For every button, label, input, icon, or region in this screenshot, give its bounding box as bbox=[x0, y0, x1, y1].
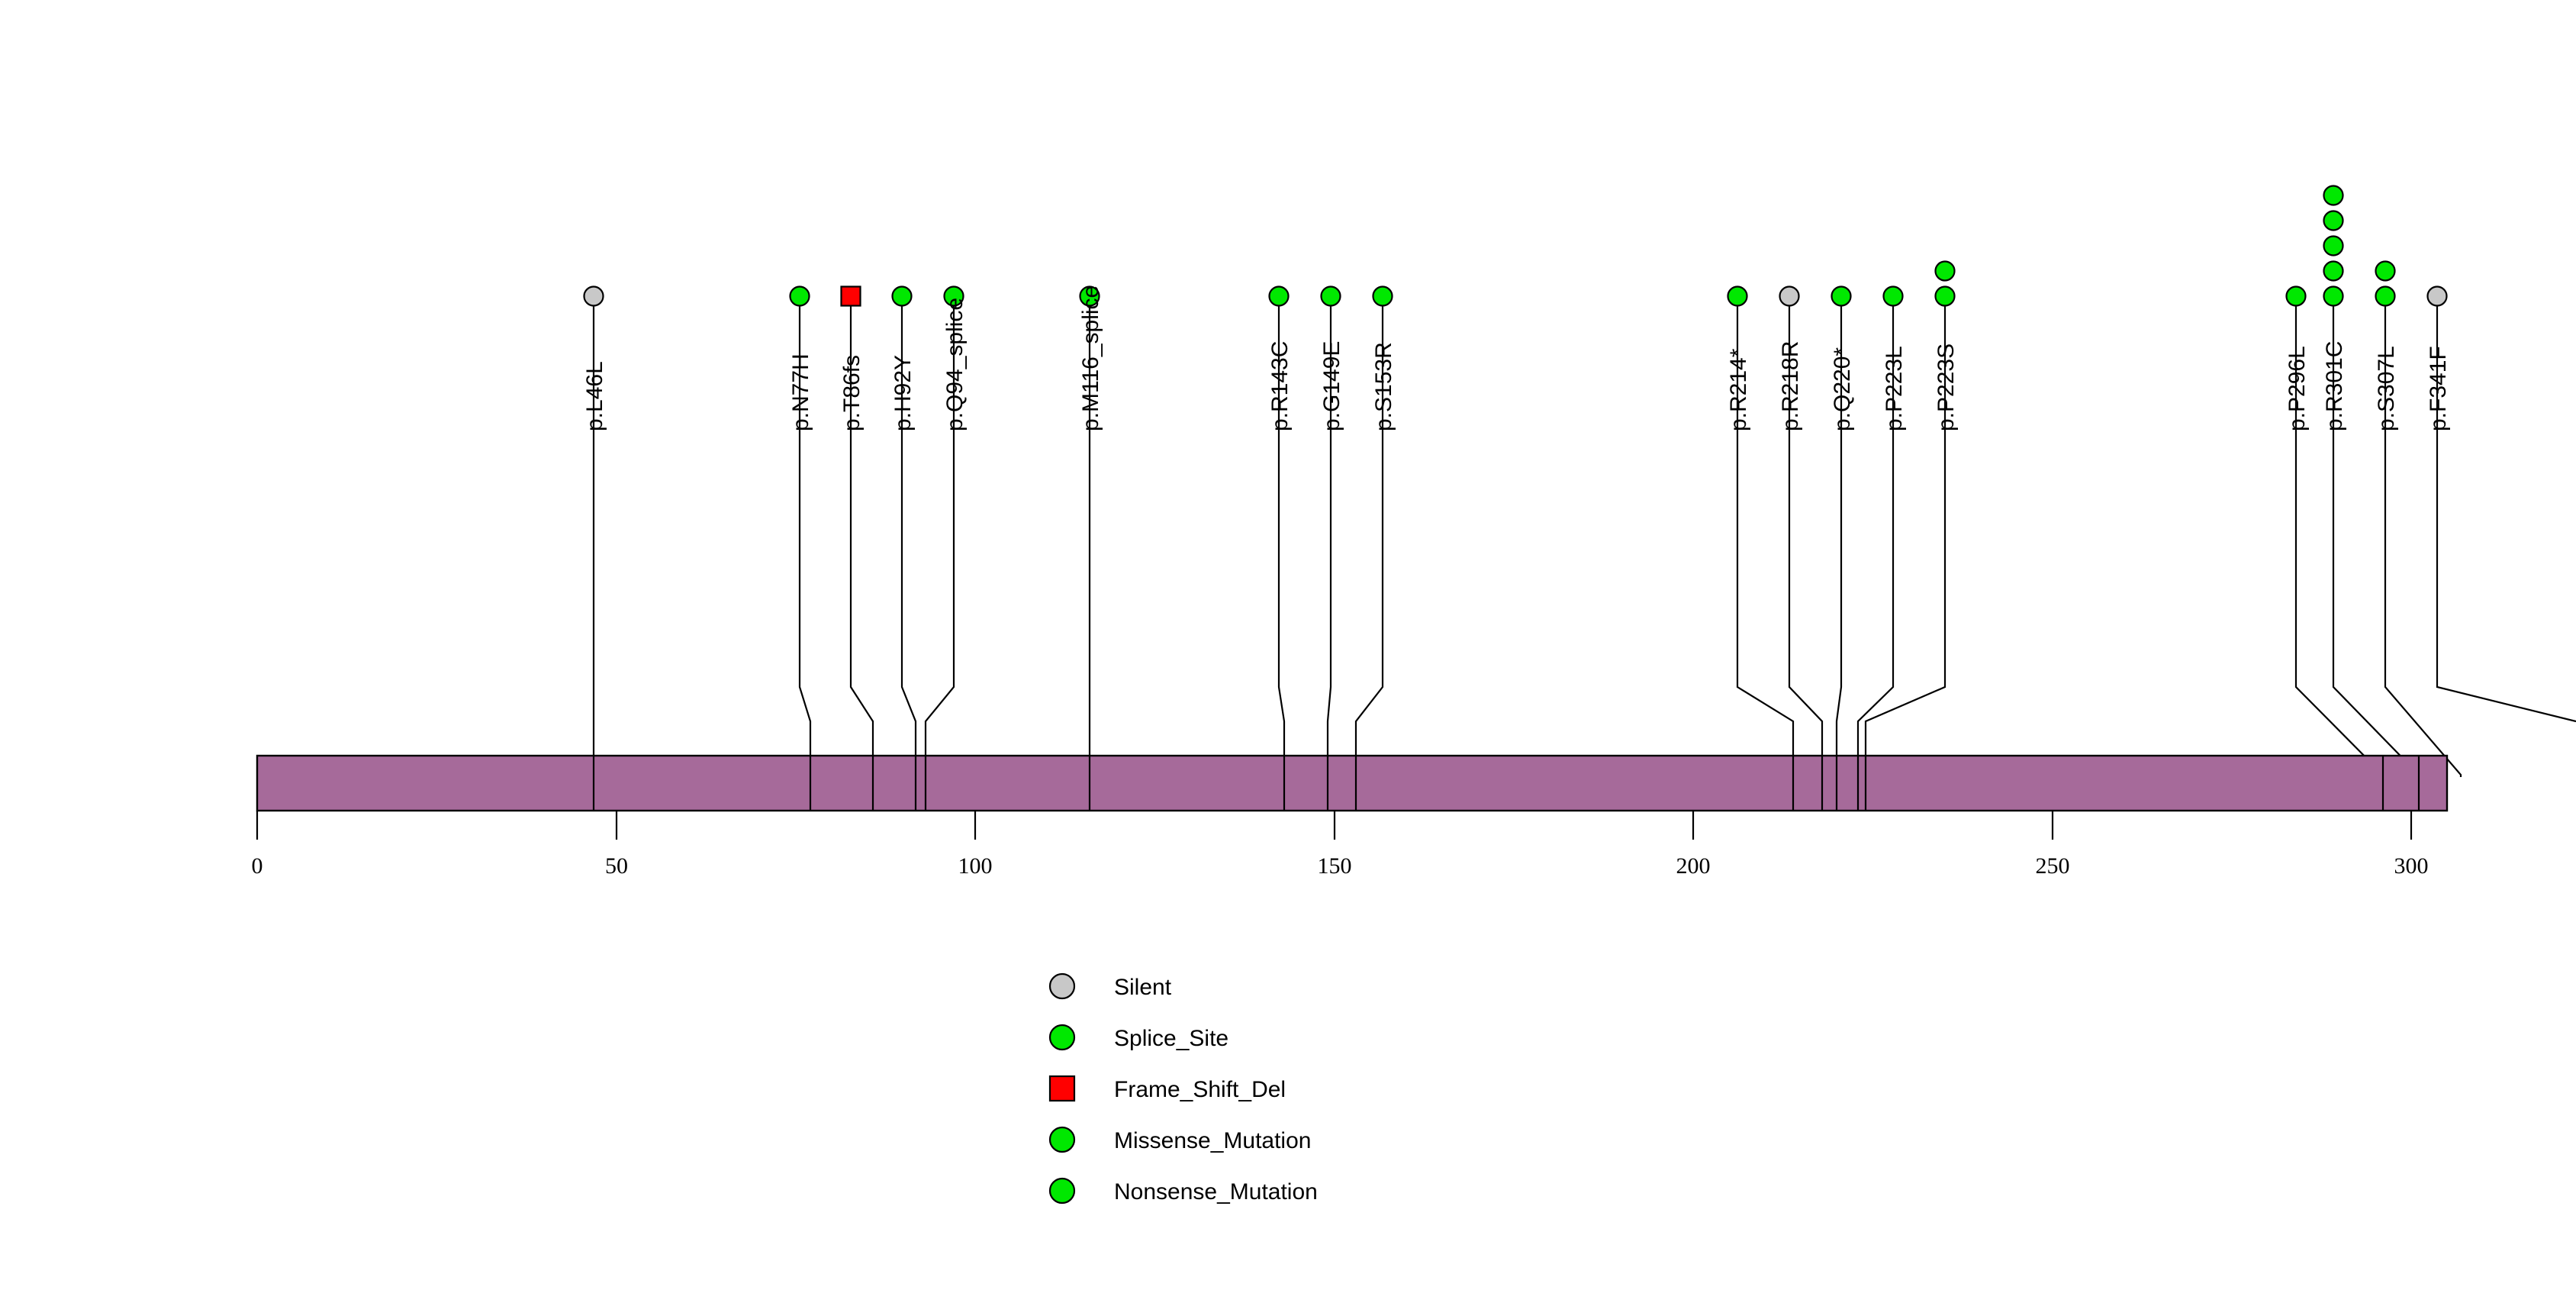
lollipop-marker-circle[interactable] bbox=[2426, 285, 2448, 307]
lollipop-stem bbox=[2436, 296, 2576, 723]
legend-label: Frame_Shift_Del bbox=[1114, 1077, 1286, 1102]
legend-swatch-circle bbox=[1048, 1126, 1076, 1153]
mutation-label: p.P223L bbox=[1882, 346, 1907, 431]
mutation-label: p.F341F bbox=[2426, 346, 2451, 431]
lollipop-stem bbox=[1864, 296, 1946, 777]
mutation-label: p.S307L bbox=[2374, 346, 2399, 431]
lollipop-stem bbox=[1835, 296, 1843, 777]
lollipop-marker-circle[interactable] bbox=[583, 285, 604, 307]
mutation-label: p.H92Y bbox=[890, 355, 916, 431]
legend-label: Missense_Mutation bbox=[1114, 1128, 1311, 1153]
lollipop-marker-circle[interactable] bbox=[2323, 285, 2344, 307]
mutation-label: p.M116_splice bbox=[1078, 285, 1103, 431]
mutation-label: p.L46L bbox=[582, 361, 607, 431]
mutation-label: p.R301C bbox=[2322, 341, 2347, 431]
legend-swatch-square bbox=[1048, 1075, 1076, 1102]
lollipop-marker-circle[interactable] bbox=[1079, 285, 1100, 307]
legend-swatch-circle bbox=[1048, 972, 1076, 1000]
lollipop-marker-circle[interactable] bbox=[891, 285, 913, 307]
axis-tick-label: 0 bbox=[252, 853, 263, 879]
lollipop-stem bbox=[900, 296, 917, 777]
lollipop-marker-circle[interactable] bbox=[1934, 285, 1956, 307]
lollipop-marker-circle[interactable] bbox=[789, 285, 810, 307]
mutation-label: p.G149E bbox=[1319, 341, 1344, 431]
mutation-label: p.P223S bbox=[1934, 343, 1959, 431]
legend-swatch-circle bbox=[1048, 1177, 1076, 1205]
lollipop-stems-layer bbox=[592, 296, 2576, 777]
lollipop-stem bbox=[1326, 296, 1332, 777]
lollipop-stem bbox=[2384, 296, 2462, 777]
lollipop-marker-circle[interactable] bbox=[1882, 285, 1904, 307]
protein-domain-bar-layer bbox=[256, 754, 2449, 812]
lollipop-marker-circle[interactable] bbox=[2323, 185, 2344, 206]
lollipop-marker-circle[interactable] bbox=[2323, 210, 2344, 231]
axis-tick-label: 100 bbox=[958, 853, 993, 879]
lollipop-marker-circle[interactable] bbox=[1727, 285, 1748, 307]
lollipop-marker-circle[interactable] bbox=[1320, 285, 1341, 307]
mutation-label: p.R143C bbox=[1267, 341, 1293, 431]
legend-swatch-circle bbox=[1048, 1024, 1076, 1051]
axis-tick-label: 150 bbox=[1318, 853, 1352, 879]
lollipop-marker-circle[interactable] bbox=[1934, 260, 1956, 282]
lollipop-stem bbox=[1856, 296, 1895, 777]
legend-label: Silent bbox=[1114, 975, 1172, 1000]
lollipop-marker-circle[interactable] bbox=[1779, 285, 1800, 307]
axis-tick-label: 300 bbox=[2394, 853, 2429, 879]
mutation-label: p.R214* bbox=[1726, 348, 1751, 431]
mutation-label: p.R218R bbox=[1778, 341, 1803, 431]
lollipop-marker-circle[interactable] bbox=[2323, 260, 2344, 282]
mutation-label: p.N77H bbox=[788, 353, 813, 431]
lollipop-marker-circle[interactable] bbox=[1831, 285, 1852, 307]
lollipop-stem bbox=[1736, 296, 1795, 777]
lollipop-marker-circle[interactable] bbox=[2323, 235, 2344, 256]
axis-tick-label: 250 bbox=[2036, 853, 2070, 879]
lollipop-marker-circle[interactable] bbox=[2375, 260, 2396, 282]
lollipop-stem bbox=[1788, 296, 1824, 777]
lollipop-markers-layer bbox=[583, 185, 2448, 307]
lollipop-marker-circle[interactable] bbox=[1372, 285, 1393, 307]
x-axis-layer: 0 50 100 150 200 250 300 bbox=[252, 811, 2429, 879]
lollipop-stem bbox=[849, 296, 874, 777]
mutation-label: p.T86fs bbox=[839, 355, 865, 431]
axis-tick-label: 200 bbox=[1676, 853, 1711, 879]
lollipop-stem bbox=[1354, 296, 1384, 777]
lollipop-stem bbox=[924, 296, 955, 777]
legend-label: Nonsense_Mutation bbox=[1114, 1179, 1318, 1205]
lollipop-stem bbox=[798, 296, 812, 777]
mutation-label: p.Q94_splice bbox=[942, 298, 968, 431]
lollipop-marker-circle[interactable] bbox=[943, 285, 964, 307]
legend-layer: SilentSplice_SiteFrame_Shift_DelMissense… bbox=[1048, 972, 1318, 1205]
protein-domain-bar bbox=[256, 754, 2449, 812]
lollipop-stem bbox=[1277, 296, 1286, 777]
mutation-labels-layer: p.L46L p.N77H p.T86fs p.H92Y p.Q94_splice p.M… bbox=[582, 285, 2451, 431]
mutation-label: p.Q220* bbox=[1830, 347, 1855, 431]
lollipop-marker-circle[interactable] bbox=[2285, 285, 2307, 307]
legend-label: Splice_Site bbox=[1114, 1026, 1228, 1051]
mutation-label: p.P296L bbox=[2285, 346, 2310, 431]
mutation-label: p.S153R bbox=[1371, 342, 1396, 431]
axis-tick-label: 50 bbox=[605, 853, 628, 879]
lollipop-marker-square[interactable] bbox=[840, 285, 861, 307]
lollipop-marker-circle[interactable] bbox=[2375, 285, 2396, 307]
lollipop-marker-circle[interactable] bbox=[1268, 285, 1290, 307]
